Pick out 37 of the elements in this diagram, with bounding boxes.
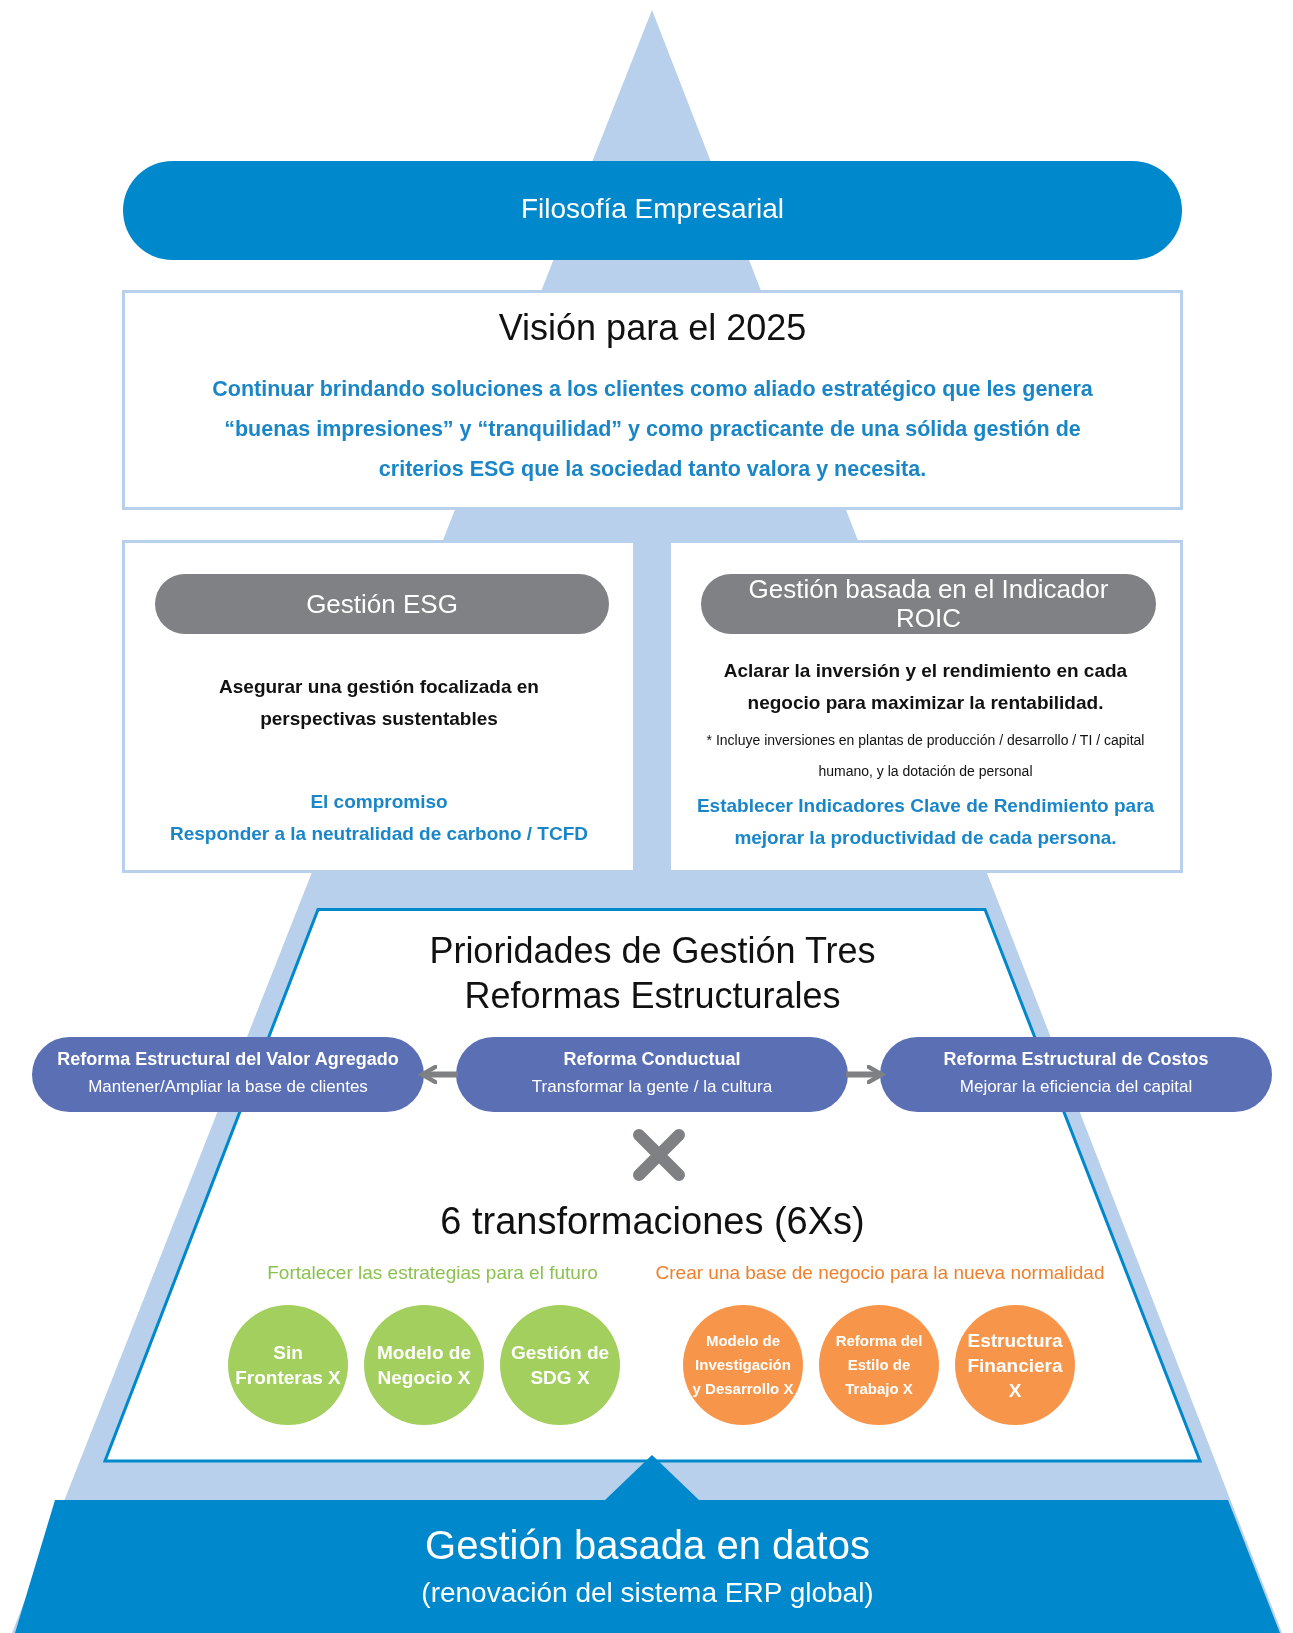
group-label: Fortalecer las estrategias para el futuro <box>266 1262 599 1284</box>
circle-label: Reforma del Estilo de Trabajo X <box>834 1331 924 1399</box>
circle-label: Gestión de SDG X <box>509 1341 611 1390</box>
footnote: * Incluye inversiones en plantas de producción / desarrollo / TI / capital humano, y la dotación de personal <box>705 731 1146 781</box>
pill-label: Gestión ESG <box>305 587 459 621</box>
band-subtitle: (renovación del sistema ERP global) <box>420 1577 875 1609</box>
vision-text: Continuar brindando soluciones a los clientes como aliado estratégico que les genera “buenas impresiones” y “tranquilidad” y como practicante de una sólida gestión de criterios ESG que la sociedad tanto valora y necesita. <box>211 376 1094 483</box>
panel-box <box>122 540 636 873</box>
pill-heading: Reforma Conductual <box>562 1049 742 1070</box>
circle-label: Sin Fronteras X <box>234 1341 342 1390</box>
heading-pill <box>155 574 609 634</box>
band-title: Gestión basada en datos <box>424 1523 871 1568</box>
circle-label: Estructura Financiera X <box>966 1328 1064 1403</box>
arrow <box>419 1064 458 1085</box>
pill-label: Gestión basada en el Indicador ROIC <box>747 574 1110 634</box>
panel-text: Establecer Indicadores Clave de Rendimiento para mejorar la productividad de cada persona. <box>695 794 1156 850</box>
pill-heading: Reforma Estructural de Costos <box>942 1049 1210 1070</box>
data-band <box>15 1455 1280 1633</box>
circle-label: Modelo de Investigación y Desarrollo X <box>691 1331 795 1399</box>
heading-pill <box>701 574 1156 634</box>
panel-text: Asegurar una gestión focalizada en perspectivas sustentables <box>218 675 540 731</box>
banner-title: Filosofía Empresarial <box>520 193 785 225</box>
group-label: Crear una base de negocio para la nueva normalidad <box>654 1262 1106 1284</box>
box-title: Visión para el 2025 <box>497 307 808 349</box>
pill-subtext: Mejorar la eficiencia del capital <box>958 1077 1194 1097</box>
section-title: Prioridades de Gestión Tres Reformas Estructurales <box>428 929 877 1018</box>
section-title: 6 transformaciones (6Xs) <box>439 1200 866 1243</box>
pill-heading: Reforma Estructural del Valor Agregado <box>56 1049 400 1070</box>
vision-box <box>122 290 1183 510</box>
panel-text: El compromiso <box>309 791 449 813</box>
pill-subtext: Transformar la gente / la cultura <box>530 1077 774 1097</box>
panel-box <box>668 540 1183 873</box>
circle-label: Modelo de Negocio X <box>376 1341 472 1390</box>
panel-text: Responder a la neutralidad de carbono / TCFD <box>168 823 590 845</box>
pill-subtext: Mantener/Ampliar la base de clientes <box>87 1077 369 1097</box>
arrow <box>846 1064 885 1085</box>
panel-text: Aclarar la inversión y el rendimiento en cada negocio para maximizar la rentabilidad. <box>722 659 1129 715</box>
